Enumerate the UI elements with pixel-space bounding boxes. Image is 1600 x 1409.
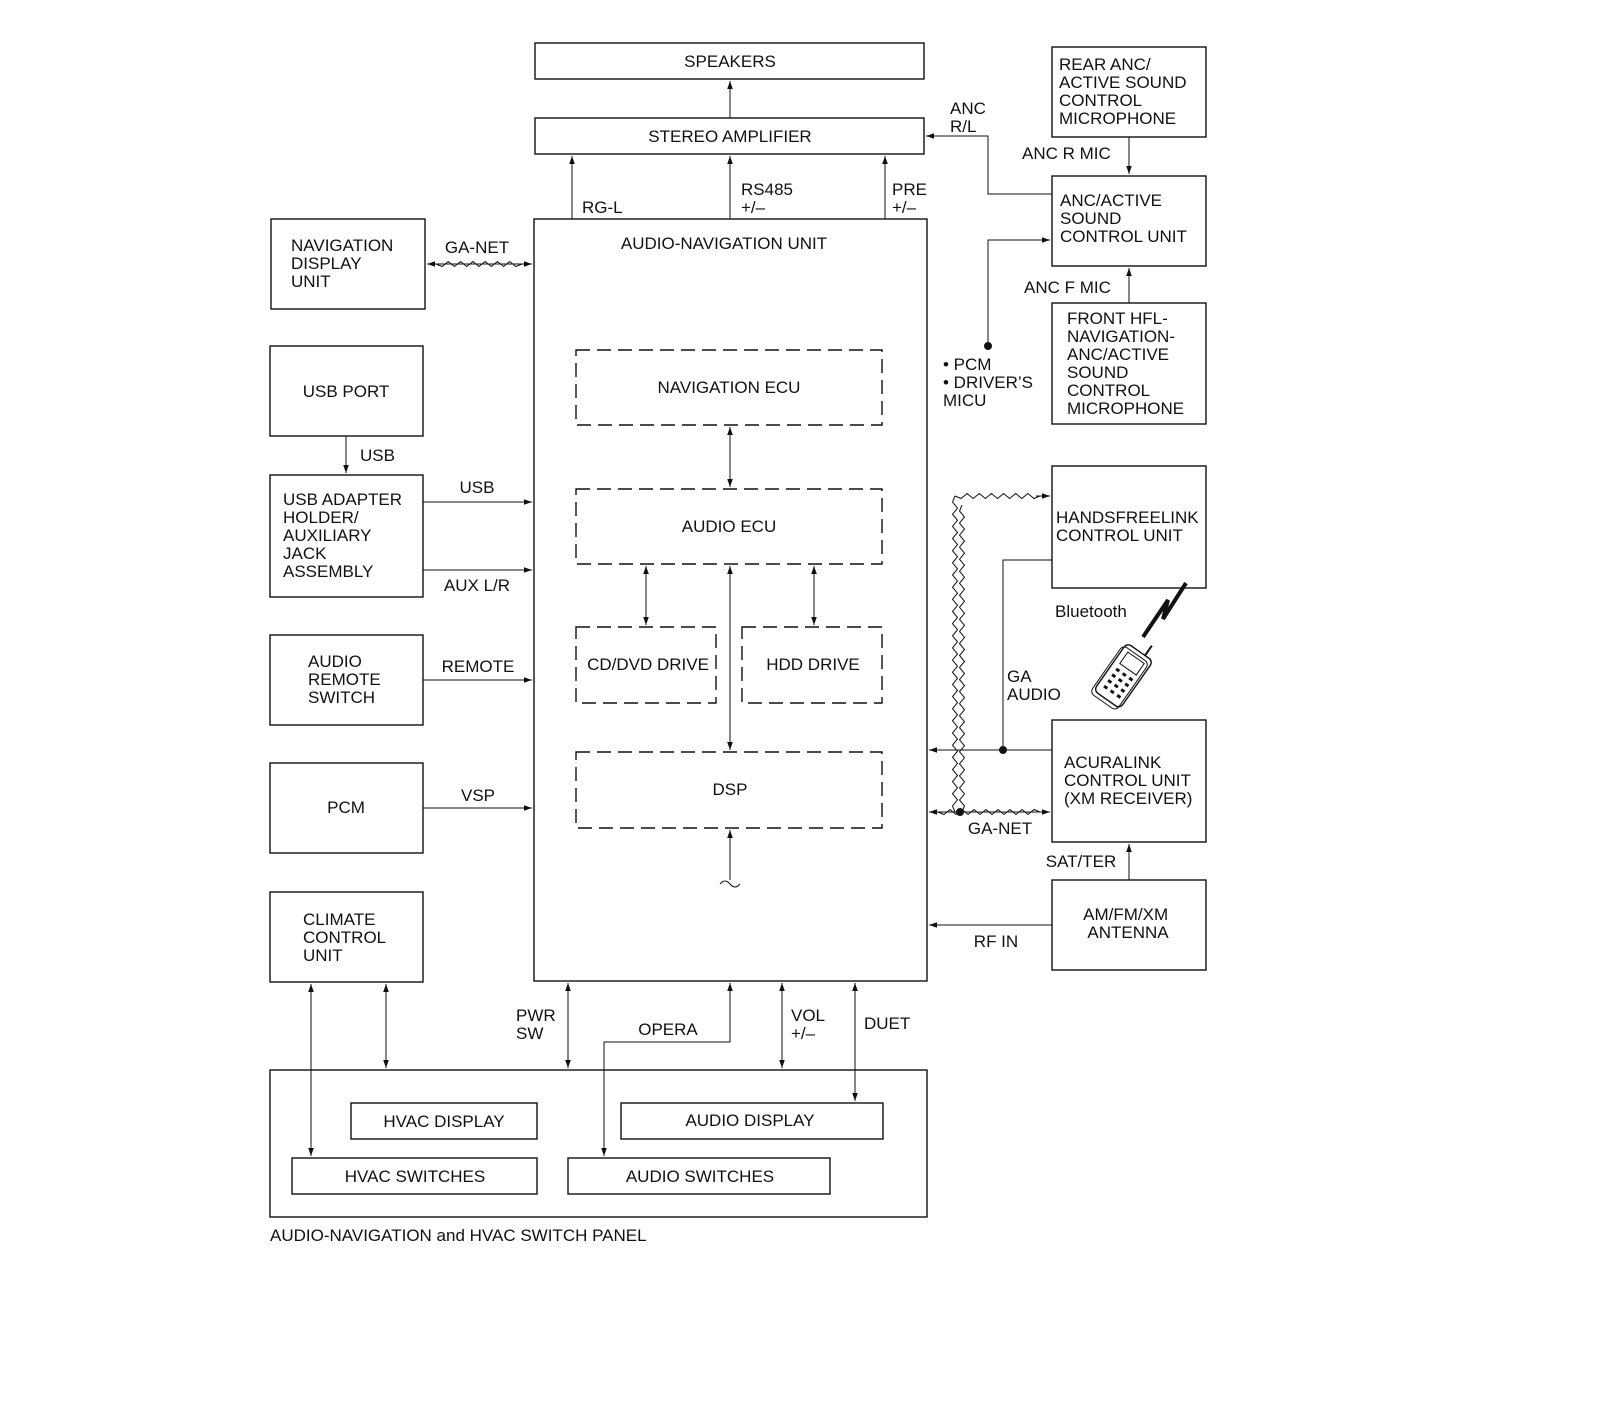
rs485-signal-label: RS485 +/– [741, 180, 798, 217]
ga-net-hfl-wave-top [954, 492, 1041, 500]
vsp-signal-label: VSP [461, 786, 495, 805]
anc-control-unit-box [1051, 175, 1207, 267]
duet-signal-label: DUET [864, 1014, 910, 1033]
audio-ecu-label: AUDIO ECU [682, 517, 776, 536]
antenna-label: AM/FM/XM ANTENNA [1083, 905, 1173, 942]
usb-adapter-label: USB ADAPTER HOLDER/ AUXILIARY JACK ASSEM… [283, 490, 407, 581]
pcm-micu-signal-label: • PCM • DRIVER’S MICU [943, 355, 1038, 410]
ga-net-junction [956, 808, 964, 816]
dsp-box [575, 751, 883, 829]
rf-in-signal-label: RF IN [974, 932, 1018, 951]
audio-switches-box [567, 1157, 831, 1195]
front-hfl-mic-label: FRONT HFL- NAVIGATION- ANC/ACTIVE SOUND … [1067, 309, 1184, 418]
audio-navigation-unit-label: AUDIO-NAVIGATION UNIT [621, 234, 827, 253]
navigation-ecu-box [575, 349, 883, 426]
navigation-display-unit-box [270, 218, 426, 310]
aux-lr-signal-label: AUX L/R [444, 576, 510, 595]
ga-net-hfl-wave-vertical-outer [951, 495, 959, 813]
hdd-drive-label: HDD DRIVE [766, 655, 860, 674]
usb-adapter-box [269, 474, 424, 598]
cell-phone-icon [1091, 644, 1153, 710]
hvac-display-box [350, 1102, 538, 1140]
hvac-display-label: HVAC DISPLAY [383, 1112, 504, 1131]
handsfreelink-unit-box [1051, 465, 1207, 589]
rear-anc-mic-label: REAR ANC/ ACTIVE SOUND CONTROL MICROPHON… [1059, 55, 1191, 128]
dsp-label: DSP [713, 780, 748, 799]
stereo-amplifier-label: STEREO AMPLIFIER [648, 127, 811, 146]
climate-control-unit-label: CLIMATE CONTROL UNIT [303, 910, 390, 965]
sat-ter-signal-label: SAT/TER [1046, 852, 1117, 871]
rg-l-signal-label: RG-L [582, 198, 623, 217]
speakers-label: SPEAKERS [684, 52, 776, 71]
ga-net-links [435, 260, 1041, 816]
anc-r-mic-signal-label: ANC R MIC [1022, 144, 1111, 163]
vol-signal-label: VOL +/– [791, 1006, 829, 1043]
anc-control-unit-label: ANC/ACTIVE SOUND CONTROL UNIT [1060, 191, 1187, 246]
handsfreelink-unit-label: HANDSFREELINK CONTROL UNIT [1056, 508, 1203, 545]
hvac-switches-label: HVAC SWITCHES [345, 1167, 485, 1186]
opera-signal-label: OPERA [638, 1020, 698, 1039]
speakers-box [534, 42, 925, 80]
remote-signal-label: REMOTE [442, 657, 515, 676]
ga-audio-signal-label: GA AUDIO [1007, 667, 1061, 704]
audio-ecu-box [575, 488, 883, 565]
navigation-display-unit-label: NAVIGATION DISPLAY UNIT [291, 236, 398, 291]
audio-switches-label: AUDIO SWITCHES [626, 1167, 774, 1186]
switch-panel-caption: AUDIO-NAVIGATION and HVAC SWITCH PANEL [270, 1226, 647, 1245]
acuralink-unit-box [1051, 719, 1207, 843]
climate-control-unit-box [269, 891, 424, 983]
usb-right-signal-label: USB [460, 478, 495, 497]
connection-lines [308, 81, 1132, 1156]
audio-remote-switch-label: AUDIO REMOTE SWITCH [308, 652, 385, 707]
ga-net-top-signal-label: GA-NET [445, 238, 509, 257]
pre-signal-label: PRE +/– [892, 180, 932, 217]
acuralink-unit-label: ACURALINK CONTROL UNIT (XM RECEIVER) [1064, 753, 1195, 808]
bluetooth-signal-icon [1141, 581, 1188, 639]
hdd-drive-box [741, 626, 883, 704]
audio-display-label: AUDIO DISPLAY [685, 1111, 814, 1130]
anc-rl-signal-label: ANC R/L [950, 99, 991, 136]
cd-dvd-drive-label: CD/DVD DRIVE [587, 655, 709, 674]
cd-dvd-drive-box [575, 626, 717, 704]
ga-net-hfl-wave-vertical-inner [958, 504, 966, 813]
usb-port-label: USB PORT [303, 382, 390, 401]
bluetooth-signal-label: Bluetooth [1055, 602, 1127, 621]
anc-f-mic-signal-label: ANC F MIC [1024, 278, 1111, 297]
hvac-switches-box [291, 1157, 538, 1195]
navigation-ecu-label: NAVIGATION ECU [658, 378, 801, 397]
ga-net-right-signal-label: GA-NET [968, 819, 1032, 838]
pcm-label: PCM [327, 798, 365, 817]
switch-panel-box [269, 1069, 928, 1218]
usb-down-signal-label: USB [360, 446, 395, 465]
pwr-sw-signal-label: PWR SW [516, 1006, 560, 1043]
